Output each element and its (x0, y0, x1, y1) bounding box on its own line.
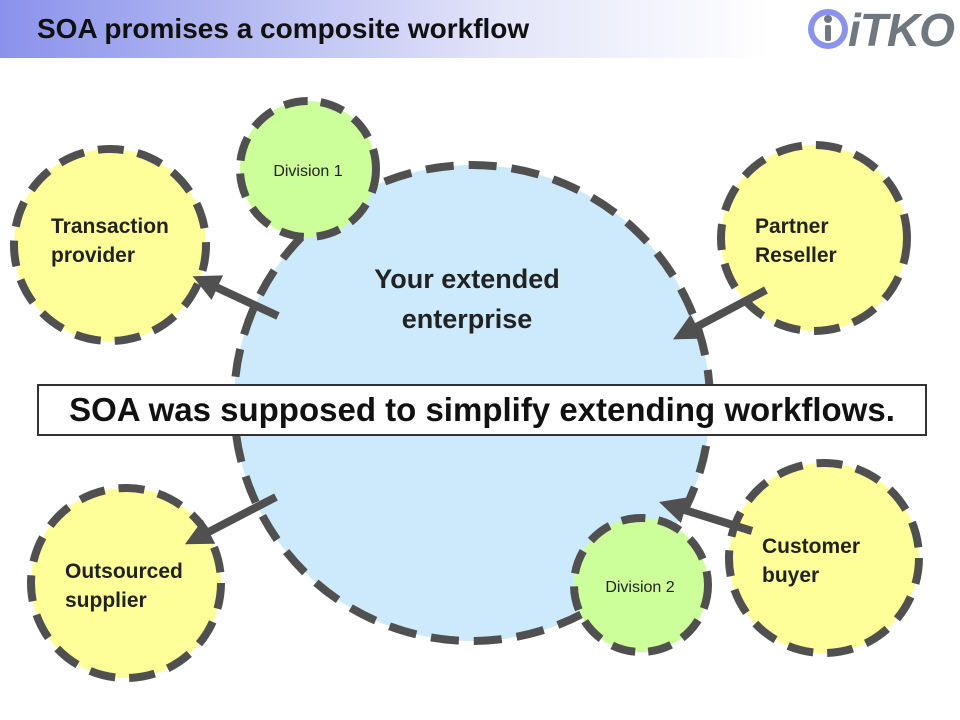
outsourced-supplier-label-line2: supplier (65, 589, 147, 612)
enterprise-label-line2: enterprise (402, 304, 533, 334)
division-2-circle (570, 514, 712, 656)
enterprise-label-line1: Your extended (374, 264, 560, 294)
slide-title: SOA promises a composite workflow (37, 13, 530, 44)
outsourced-supplier-circle (27, 484, 225, 682)
transaction-provider-circle (10, 145, 210, 345)
itko-logo: iTKO (806, 2, 958, 56)
arrow-from-customer-buyer (659, 497, 754, 535)
division-2-label: Division 2 (605, 579, 674, 596)
customer-buyer-circle (725, 459, 923, 657)
partner-reseller-label-line2: Reseller (755, 244, 837, 267)
customer-buyer-label-line2: buyer (762, 564, 819, 587)
title-bar: SOA promises a composite workflow (0, 0, 770, 58)
callout-box: SOA was supposed to simplify extending w… (37, 384, 927, 436)
division-1-label: Division 1 (273, 163, 342, 180)
logo-text: iTKO (848, 4, 955, 56)
logo-mark-icon (808, 9, 848, 49)
outsourced-supplier-label-line1: Outsourced (65, 560, 183, 583)
arrow-to-transaction-provider (192, 275, 280, 320)
arrow-to-outsourced-supplier (184, 493, 278, 545)
partner-reseller-circle (717, 141, 911, 335)
customer-buyer-label-line1: Customer (762, 535, 860, 558)
callout-text: SOA was supposed to simplify extending w… (69, 391, 895, 428)
partner-reseller-label-line1: Partner (755, 215, 829, 238)
transaction-provider-label-line1: Transaction (51, 215, 169, 238)
arrow-from-partner-reseller (672, 286, 768, 340)
transaction-provider-label-line2: provider (51, 244, 135, 267)
division-1-circle (236, 97, 380, 241)
